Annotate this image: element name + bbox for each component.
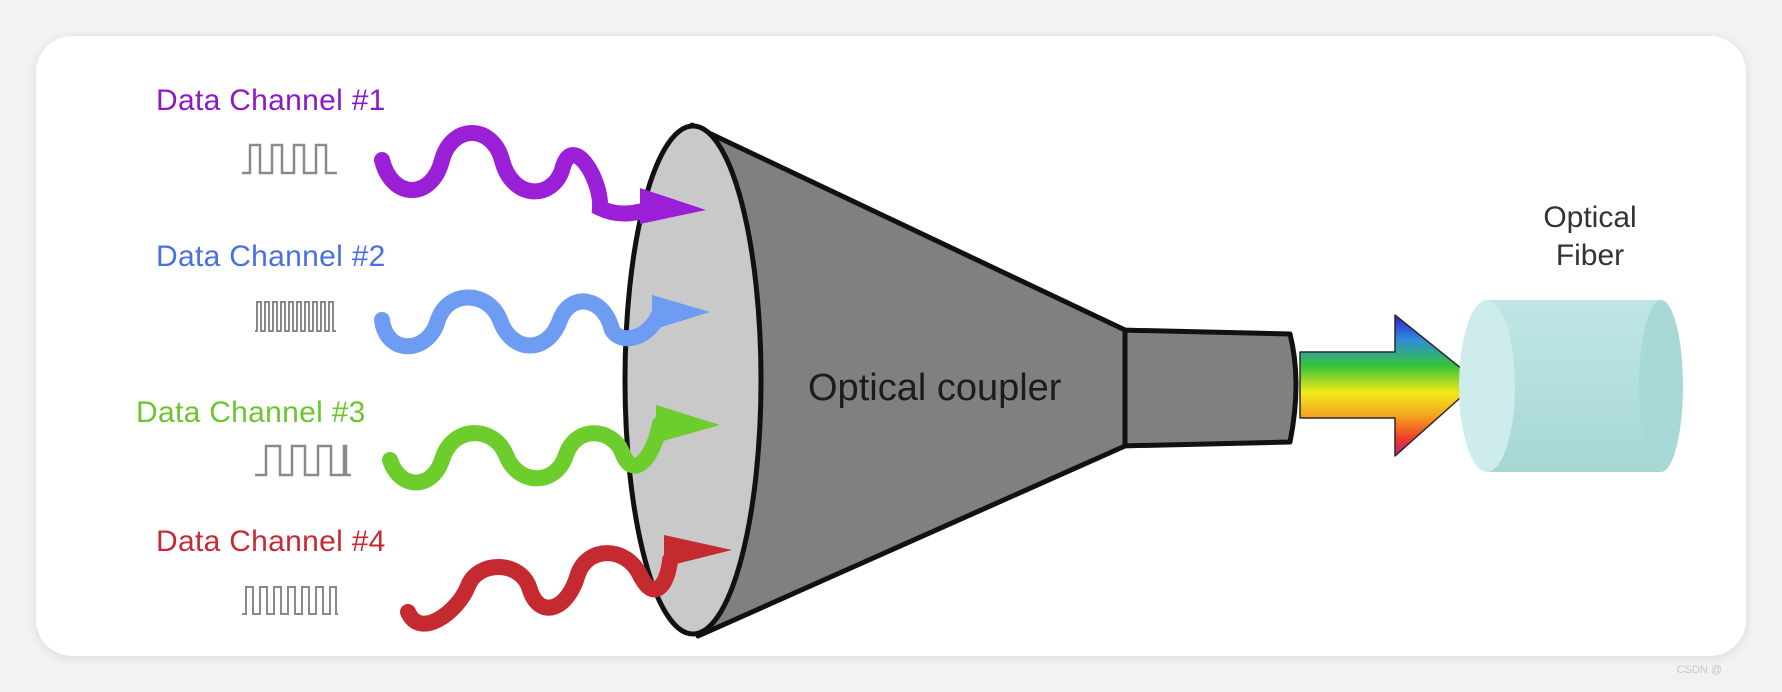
coupler-mouth [622,123,764,637]
fiber-label: Optical Fiber [1520,199,1660,274]
wave-channel-3 [382,416,668,491]
arrow-channel-1 [640,188,706,224]
pulse-train-1 [242,143,337,175]
coupler-neck [1117,327,1299,449]
arrow-channel-3 [656,405,720,443]
wave-channel-2 [374,289,668,355]
channel-1-label: Data Channel #1 [156,84,386,117]
output-arrow [1299,314,1479,457]
wave-channel-4 [400,545,678,632]
coupler-label: Optical coupler [808,367,1062,409]
pulse-train-2 [255,301,336,332]
channel-3-label: Data Channel #3 [136,396,366,429]
arrow-channel-4 [664,535,732,567]
arrow-channel-2 [652,295,710,330]
fiber-label-line1: Optical [1543,201,1637,234]
channel-4-label: Data Channel #4 [156,525,386,558]
pulse-train-3 [255,444,351,477]
optical-fiber [1459,300,1683,472]
channel-2-label: Data Channel #2 [156,240,386,273]
wave-channel-1 [374,125,663,222]
fiber-label-line2: Fiber [1555,238,1625,272]
watermark: CSDN @ [1676,664,1722,676]
pulse-train-4 [242,586,338,615]
